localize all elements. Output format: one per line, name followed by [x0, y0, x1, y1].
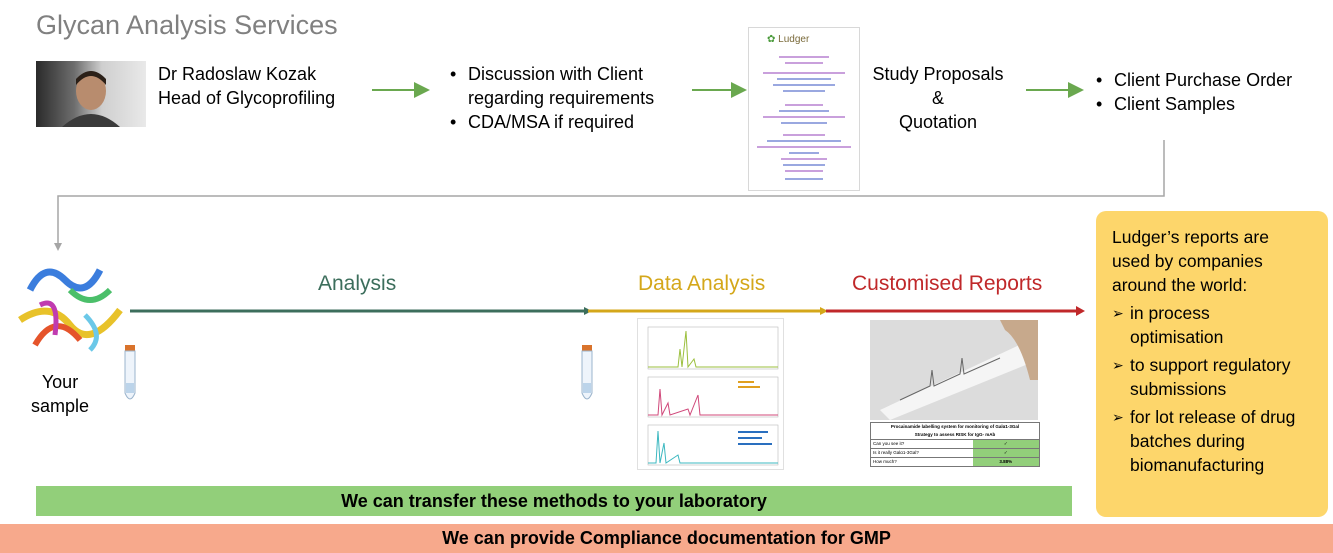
- compliance-banner: We can provide Compliance documentation …: [0, 524, 1333, 553]
- client-item: Client Samples: [1096, 92, 1292, 116]
- box-intro: around the world:: [1112, 275, 1248, 295]
- client-list: Client Purchase Order Client Samples: [1096, 68, 1292, 116]
- chromatogram-image: [637, 318, 784, 470]
- sample-tube-icon: [124, 345, 136, 405]
- discussion-item-cont: regarding requirements: [468, 88, 655, 108]
- stage-analysis: Analysis: [318, 272, 397, 295]
- connector-client-to-sample: [57, 140, 1165, 245]
- report-table: Procainamide labelling system for monito…: [870, 422, 1040, 467]
- table-row: How much?3.88%: [871, 458, 1039, 466]
- stage-data-analysis: Data Analysis: [638, 272, 766, 295]
- study-line: Quotation: [898, 112, 978, 132]
- person-name: Dr Radoslaw Kozak: [158, 64, 317, 84]
- report-image: Procainamide labelling system for monito…: [870, 320, 1040, 470]
- proposal-document: ✿ Ludger: [748, 27, 860, 191]
- document-logo: ✿ Ludger: [767, 34, 810, 45]
- box-intro: Ludger’s reports are: [1112, 227, 1269, 247]
- study-line: &: [931, 88, 944, 108]
- reports-usage-box: Ludger’s reports are used by companies a…: [1096, 211, 1328, 517]
- protein-structure-image: [10, 250, 130, 360]
- sample-tube-icon: [581, 345, 593, 405]
- client-item: Client Purchase Order: [1096, 68, 1292, 92]
- stage-customised-reports: Customised Reports: [852, 272, 1043, 295]
- transfer-methods-banner: We can transfer these methods to your la…: [36, 486, 1072, 516]
- box-intro: used by companies: [1112, 251, 1263, 271]
- table-row: Is it really Galα1-3Gal?✓: [871, 449, 1039, 458]
- person-info: Dr Radoslaw Kozak Head of Glycoprofiling: [158, 62, 335, 110]
- discussion-list: Discussion with Client regarding require…: [450, 62, 654, 134]
- person-photo: [36, 61, 146, 127]
- discussion-item: CDA/MSA if required: [450, 110, 654, 134]
- discussion-item: Discussion with Client: [450, 62, 654, 86]
- your-sample-label: Your sample: [30, 372, 90, 416]
- person-role: Head of Glycoprofiling: [158, 88, 336, 108]
- ludger-logo-icon: ✿: [767, 34, 776, 45]
- page-title: Glycan Analysis Services: [36, 10, 338, 40]
- study-proposals: Study Proposals & Quotation: [862, 62, 1014, 134]
- study-line: Study Proposals: [872, 64, 1004, 84]
- table-row: Can you see it?✓: [871, 440, 1039, 449]
